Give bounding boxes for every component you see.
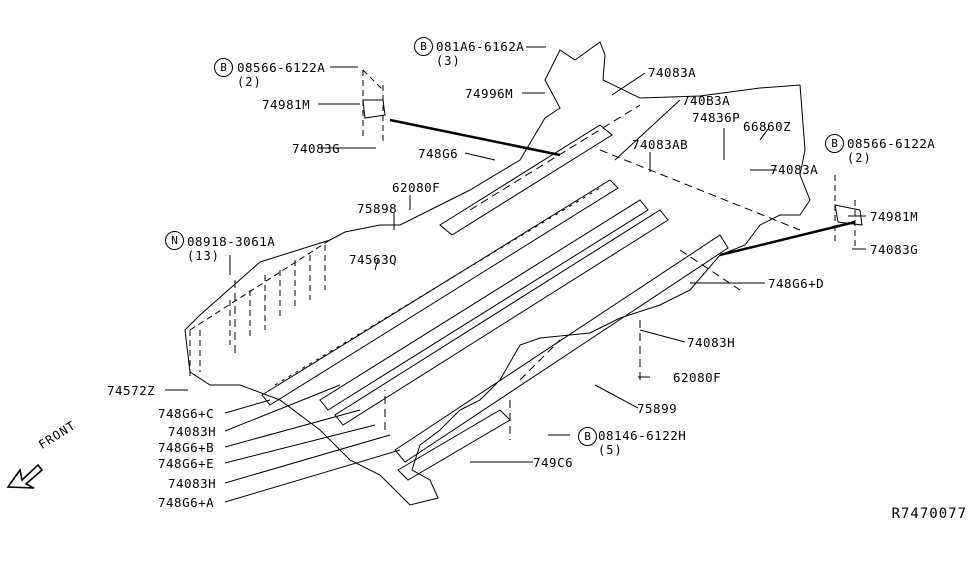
callout-748g6-c[interactable]: 748G6+C xyxy=(158,406,215,421)
callout-qty: (13) xyxy=(187,249,220,263)
callout-62080f-lower[interactable]: 62080F xyxy=(673,370,722,385)
bolt-symbol-icon: B xyxy=(414,37,433,56)
callout-74083g-left[interactable]: 74083G xyxy=(292,141,341,156)
reference-code: R7470077 xyxy=(891,506,967,522)
callout-08566-6122a-right[interactable]: 08566-6122A xyxy=(847,136,936,151)
callout-74981m-right[interactable]: 74981M xyxy=(870,209,919,224)
floor-panel-outline xyxy=(184,41,811,506)
rail-748g6 xyxy=(439,124,613,236)
callout-08918-3061a[interactable]: 08918-3061A xyxy=(187,234,276,249)
callout-08146-6122h[interactable]: 08146-6122H xyxy=(598,428,687,443)
callout-748g6-d[interactable]: 748G6+D xyxy=(768,276,825,291)
callout-qty: (3) xyxy=(436,54,461,68)
bolt-symbol-icon: B xyxy=(825,134,844,153)
callout-75898[interactable]: 75898 xyxy=(357,201,398,216)
callout-748g6[interactable]: 748G6 xyxy=(418,146,459,161)
callout-74996m[interactable]: 74996M xyxy=(465,86,514,101)
callout-748g6-b[interactable]: 748G6+B xyxy=(158,440,215,455)
callout-qty: (2) xyxy=(237,75,262,89)
bolt-symbol-icon: B xyxy=(578,427,597,446)
callout-74981m-left[interactable]: 74981M xyxy=(262,97,311,112)
callout-qty: (2) xyxy=(847,151,872,165)
callout-74083a-top[interactable]: 74083A xyxy=(648,65,697,80)
callout-74083h-right[interactable]: 74083H xyxy=(687,335,736,350)
callout-08566-6122a-left[interactable]: 08566-6122A xyxy=(237,60,326,75)
callout-74836p[interactable]: 74836P xyxy=(692,110,741,125)
leader-lines xyxy=(165,46,866,503)
callout-75899[interactable]: 75899 xyxy=(637,401,678,416)
callout-74083a-right[interactable]: 74083A xyxy=(770,162,819,177)
callout-62080f-upper[interactable]: 62080F xyxy=(392,180,441,195)
rail-748g6-d xyxy=(394,234,729,463)
callout-74083h-upper-left[interactable]: 74083H xyxy=(168,424,217,439)
callout-74083h-lower-left[interactable]: 74083H xyxy=(168,476,217,491)
callout-748g6-e[interactable]: 748G6+E xyxy=(158,456,215,471)
callout-740b3a[interactable]: 740B3A xyxy=(682,93,731,108)
callout-74083g-right[interactable]: 74083G xyxy=(870,242,919,257)
callout-081a6-6162a[interactable]: 081A6-6162A xyxy=(436,39,525,54)
rail-748g6-c xyxy=(261,179,619,406)
part-749c6 xyxy=(397,409,511,481)
rail-748g6-e xyxy=(334,209,669,426)
bolt-symbol-icon: B xyxy=(214,58,233,77)
callout-74572z[interactable]: 74572Z xyxy=(107,383,156,398)
callout-qty: (5) xyxy=(598,443,623,457)
callout-66860z[interactable]: 66860Z xyxy=(743,119,792,134)
callout-74083ab[interactable]: 74083AB xyxy=(632,137,689,152)
rail-748g6-b xyxy=(319,199,649,411)
callout-749c6[interactable]: 749C6 xyxy=(533,455,574,470)
callout-748g6-a[interactable]: 748G6+A xyxy=(158,495,215,510)
nut-symbol-icon: N xyxy=(165,231,184,250)
callout-74563q[interactable]: 74563Q xyxy=(349,252,398,267)
front-arrow-shape xyxy=(6,463,44,489)
